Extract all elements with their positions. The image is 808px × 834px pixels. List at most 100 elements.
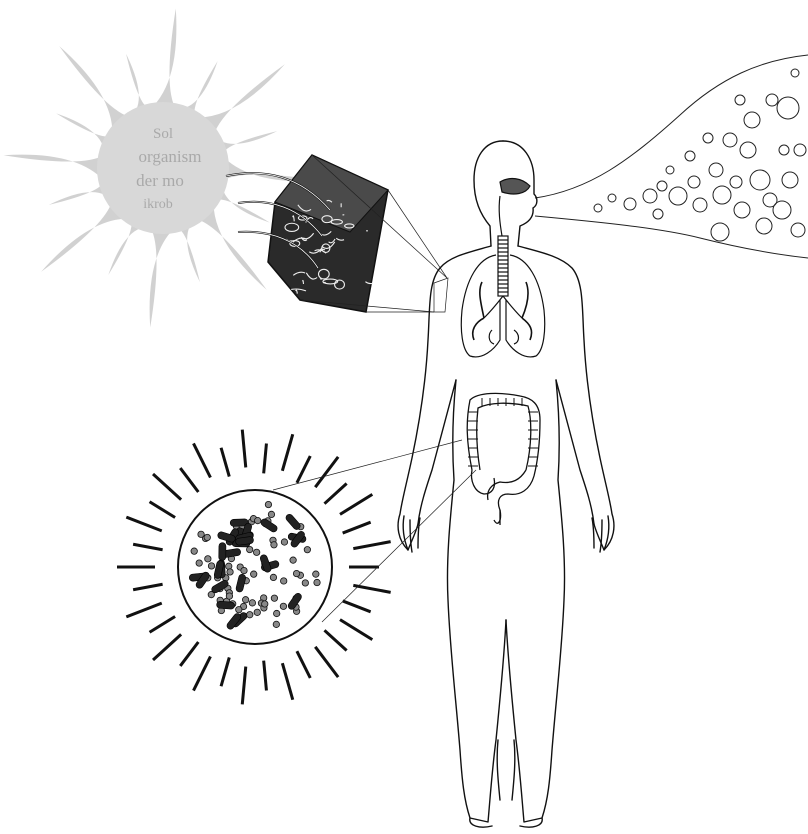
air-particles xyxy=(594,69,806,241)
feet xyxy=(470,818,542,827)
coccus-bacterium xyxy=(268,511,274,517)
microbe-ray xyxy=(180,642,198,666)
air-bubble xyxy=(773,201,791,219)
microbe-ray xyxy=(282,663,292,700)
coccus-bacterium xyxy=(208,563,214,569)
microbe-ray xyxy=(340,620,372,640)
bacillus-bacterium xyxy=(216,601,234,609)
coccus-bacterium xyxy=(196,560,202,566)
air-bubble xyxy=(713,186,731,204)
air-bubble xyxy=(594,204,602,212)
coccus-bacterium xyxy=(236,606,242,612)
coccus-bacterium xyxy=(242,597,248,603)
microbe-ray xyxy=(343,522,371,533)
microbe-ray xyxy=(133,544,162,550)
air-bubble xyxy=(608,194,616,202)
air-bubble xyxy=(624,198,636,210)
sun-watermark-line-1: Sol xyxy=(153,126,173,142)
coccus-bacterium xyxy=(247,612,253,618)
air-bubble xyxy=(711,223,729,241)
left-arm-inner xyxy=(418,380,456,524)
nasal-cavity xyxy=(500,179,530,194)
trachea xyxy=(498,236,508,296)
sun-icon: Sol organism der mo ikrob xyxy=(4,9,323,328)
microbe-ray xyxy=(315,457,338,487)
microbe-ray xyxy=(242,667,246,705)
microbe-ray xyxy=(315,647,338,677)
air-bubble xyxy=(766,94,778,106)
sun-ray xyxy=(150,9,177,110)
air-bubble xyxy=(740,142,756,158)
microbe-ray xyxy=(264,444,267,474)
air-bubble xyxy=(669,187,687,205)
coccus-bacterium xyxy=(227,569,233,575)
air-bubble xyxy=(791,223,805,237)
microbe-ray xyxy=(193,443,210,477)
sun-watermark-line-3: der mo xyxy=(136,171,184,190)
coccus-bacterium xyxy=(254,609,260,615)
cecum xyxy=(472,470,495,494)
air-bubble xyxy=(730,176,742,188)
sun-core xyxy=(97,102,229,234)
sigmoid-inner xyxy=(488,470,526,500)
coccus-bacterium xyxy=(249,600,255,606)
air-bubble xyxy=(709,163,723,177)
air-bubble xyxy=(750,170,770,190)
air-bubble xyxy=(794,144,806,156)
coccus-bacterium xyxy=(313,571,319,577)
microbe-ray xyxy=(324,630,346,650)
leg-inner-lines xyxy=(497,740,515,800)
coccus-bacterium xyxy=(271,542,277,548)
airflow-lower-edge xyxy=(535,216,808,258)
air-bubble xyxy=(685,151,695,161)
coccus-bacterium xyxy=(265,501,271,507)
coccus-bacterium xyxy=(241,567,247,573)
right-arm-outer xyxy=(518,246,614,550)
microbe-ray xyxy=(343,601,371,612)
sun-watermark-line-2: organism xyxy=(139,147,202,166)
air-bubble xyxy=(693,198,707,212)
coccus-bacterium xyxy=(191,548,197,554)
microbe-ray xyxy=(264,661,267,691)
air-bubble xyxy=(744,112,760,128)
coccus-bacterium xyxy=(270,574,276,580)
microbe-ray xyxy=(221,448,229,477)
microbe-ray xyxy=(126,603,161,617)
microbe-ray xyxy=(340,494,372,514)
coccus-bacterium xyxy=(273,610,279,616)
sun-ray xyxy=(150,227,177,328)
air-bubble xyxy=(735,95,745,105)
microbe-ray xyxy=(180,468,198,492)
air-bubble xyxy=(782,172,798,188)
coccus-bacterium xyxy=(253,549,259,555)
microbe-lens xyxy=(178,490,332,644)
coccus-bacterium xyxy=(304,546,310,552)
air-bubble xyxy=(734,202,750,218)
air-bubble xyxy=(688,176,700,188)
microbe-ray xyxy=(353,542,390,549)
microbe-ray xyxy=(353,585,390,592)
air-bubble xyxy=(779,145,789,155)
coccus-bacterium xyxy=(302,580,308,586)
coccus-bacterium xyxy=(271,595,277,601)
skin-cross-section xyxy=(226,155,448,312)
microbe-ray xyxy=(324,483,346,503)
large-intestine xyxy=(467,393,540,525)
air-bubble xyxy=(777,97,799,119)
air-bubble xyxy=(703,133,713,143)
head-left xyxy=(474,141,503,246)
bronchi xyxy=(484,296,522,318)
lung-lobes xyxy=(489,330,518,344)
right-arm-inner xyxy=(556,380,594,524)
coccus-bacterium xyxy=(293,570,299,576)
microbe-ray xyxy=(193,657,210,691)
air-bubble xyxy=(653,209,663,219)
air-bubble xyxy=(756,218,772,234)
coccus-bacterium xyxy=(281,539,287,545)
air-bubble xyxy=(791,69,799,77)
microbe-ray xyxy=(153,474,181,500)
colon-inner xyxy=(477,403,531,470)
coccus-bacterium xyxy=(273,621,279,627)
microbe-ray xyxy=(150,502,176,518)
